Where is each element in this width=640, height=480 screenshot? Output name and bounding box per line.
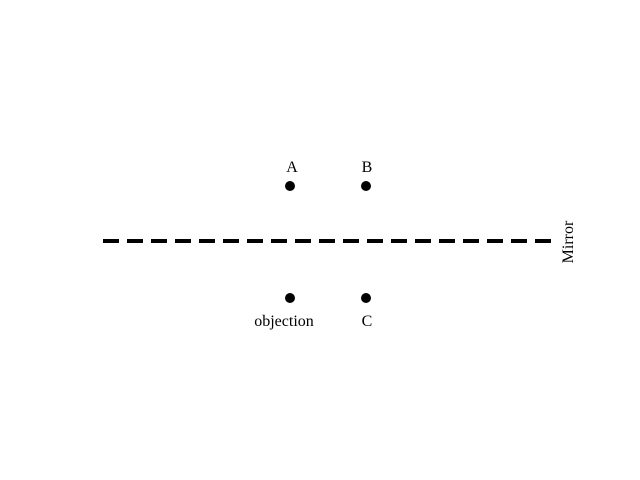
point-a-dot (285, 181, 295, 191)
point-b-dot (361, 181, 371, 191)
point-a-label: A (286, 159, 298, 176)
object-dot (285, 293, 295, 303)
point-c-dot (361, 293, 371, 303)
mirror-label: Mirror (560, 220, 577, 263)
point-b-label: B (362, 159, 373, 176)
object-label: objection (254, 313, 314, 330)
point-c-label: C (362, 313, 373, 330)
